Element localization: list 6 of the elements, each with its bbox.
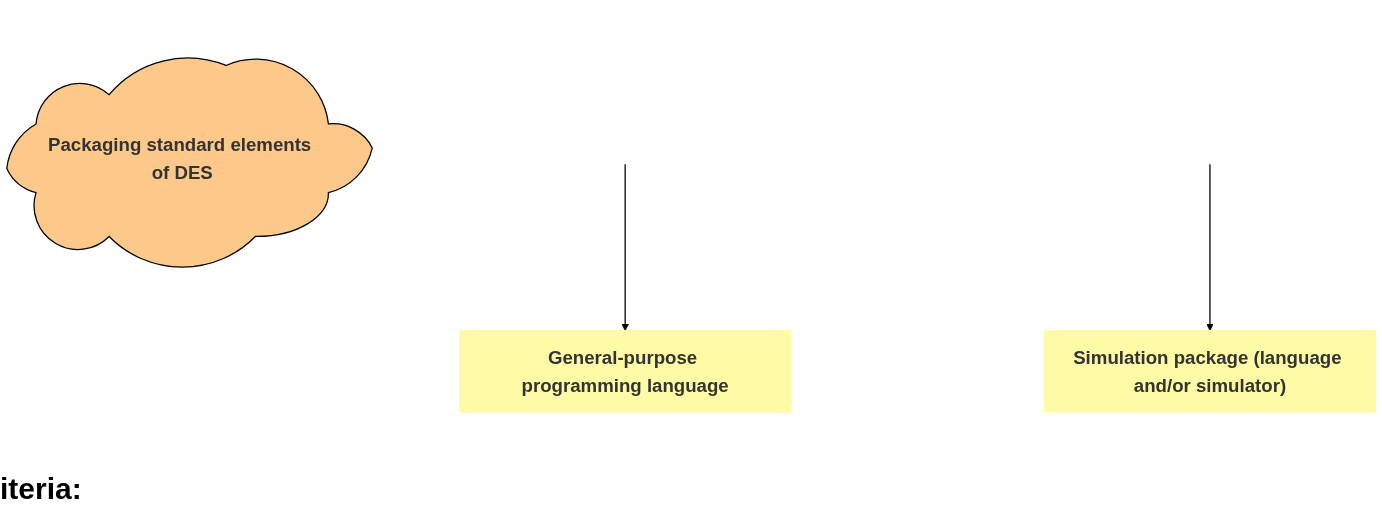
arrow [621,163,629,331]
arrow [1206,163,1214,331]
text-box: Simulation package (language and/or simulator) [1044,330,1376,413]
text-box: General-purpose programming language [459,330,792,413]
heading-text: iteria: [0,472,82,505]
cloud-callout: Packaging standard elements of DES [6,57,373,268]
